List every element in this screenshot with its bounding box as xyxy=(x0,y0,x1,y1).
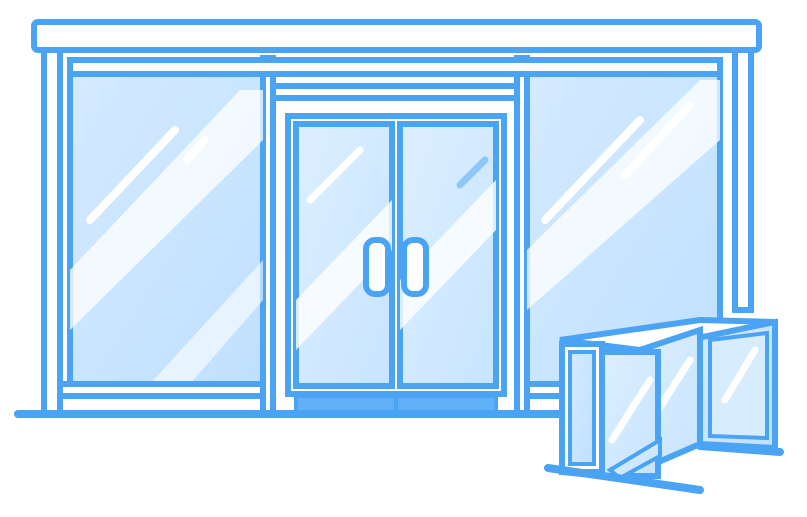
right-door-handle xyxy=(401,237,429,297)
right-outer-post xyxy=(732,47,754,313)
left-window xyxy=(67,71,266,387)
roof-beam xyxy=(31,19,762,53)
door-transom xyxy=(270,83,520,101)
double-door-icon xyxy=(285,113,507,414)
transom-bar xyxy=(67,57,723,77)
left-window-sill xyxy=(57,381,266,399)
glass-partition-icon xyxy=(544,316,784,494)
left-outer-post xyxy=(41,47,63,418)
left-door-handle xyxy=(363,237,391,297)
